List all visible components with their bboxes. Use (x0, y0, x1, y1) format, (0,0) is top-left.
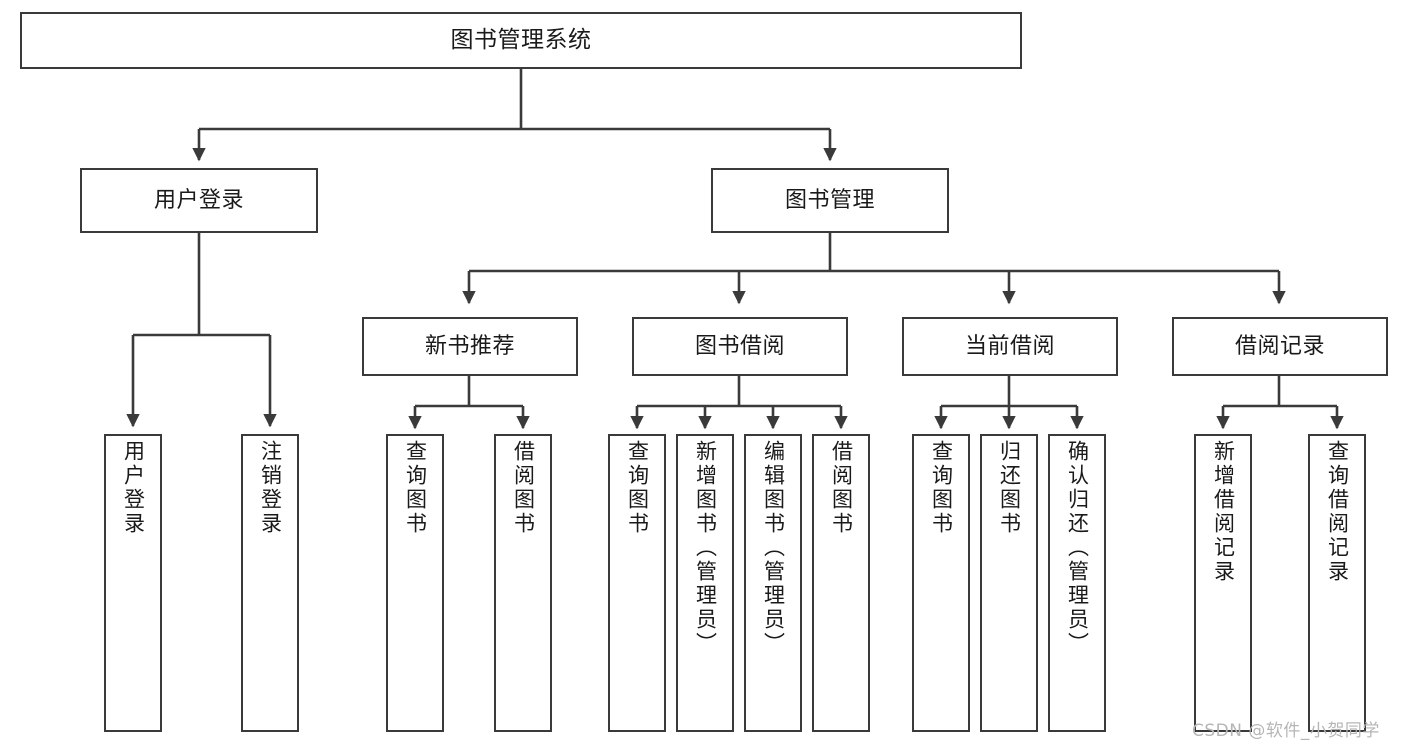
node-label: 查询图书 (929, 440, 954, 536)
node-root-book-management-system[interactable]: 图书管理系统 (20, 12, 1022, 69)
node-label: 用户登录 (121, 440, 146, 536)
node-book-management[interactable]: 图书管理 (711, 168, 949, 233)
leaf-current-borrow-return-book[interactable]: 归还图书 (980, 434, 1038, 732)
leaf-book-borrow-add-book-admin[interactable]: 新增图书（管理员） (676, 434, 734, 732)
node-label: 新增借阅记录 (1211, 440, 1236, 584)
node-label: 借阅图书 (829, 440, 854, 536)
node-label: 注销登录 (258, 440, 283, 536)
node-label: 借阅记录 (1234, 333, 1325, 359)
node-label: 新增图书（管理员） (693, 440, 718, 656)
leaf-current-borrow-confirm-return-admin[interactable]: 确认归还（管理员） (1048, 434, 1106, 732)
node-label: 图书借阅 (694, 333, 785, 359)
leaf-borrow-record-add-record[interactable]: 新增借阅记录 (1194, 434, 1252, 732)
node-label: 归还图书 (997, 440, 1022, 536)
leaf-borrow-record-query-record[interactable]: 查询借阅记录 (1308, 434, 1366, 732)
node-label: 图书管理系统 (450, 26, 592, 53)
leaf-book-borrow-query-book[interactable]: 查询图书 (608, 434, 666, 732)
node-label: 图书管理 (784, 187, 875, 213)
node-user-login[interactable]: 用户登录 (80, 168, 318, 233)
leaf-user-login-signin[interactable]: 用户登录 (104, 434, 162, 732)
leaf-new-book-query-book[interactable]: 查询图书 (386, 434, 444, 732)
node-label: 确认归还（管理员） (1065, 440, 1090, 656)
node-label: 查询借阅记录 (1325, 440, 1350, 584)
node-label: 新书推荐 (424, 333, 515, 359)
leaf-book-borrow-borrow-book[interactable]: 借阅图书 (812, 434, 870, 732)
node-label: 当前借阅 (964, 333, 1055, 359)
node-label: 查询图书 (403, 440, 428, 536)
leaf-current-borrow-query-book[interactable]: 查询图书 (912, 434, 970, 732)
node-new-book-recommend[interactable]: 新书推荐 (362, 317, 578, 376)
node-label: 编辑图书（管理员） (761, 440, 786, 656)
node-label: 用户登录 (153, 187, 244, 213)
node-label: 借阅图书 (511, 440, 536, 536)
csdn-watermark: CSDN @软件_小贺同学 (1192, 721, 1380, 741)
leaf-book-borrow-edit-book-admin[interactable]: 编辑图书（管理员） (744, 434, 802, 732)
leaf-user-login-signout[interactable]: 注销登录 (241, 434, 299, 732)
node-current-borrow[interactable]: 当前借阅 (902, 317, 1118, 376)
node-book-borrow[interactable]: 图书借阅 (632, 317, 848, 376)
node-label: 查询图书 (625, 440, 650, 536)
leaf-new-book-borrow-book[interactable]: 借阅图书 (494, 434, 552, 732)
node-borrow-record[interactable]: 借阅记录 (1172, 317, 1388, 376)
